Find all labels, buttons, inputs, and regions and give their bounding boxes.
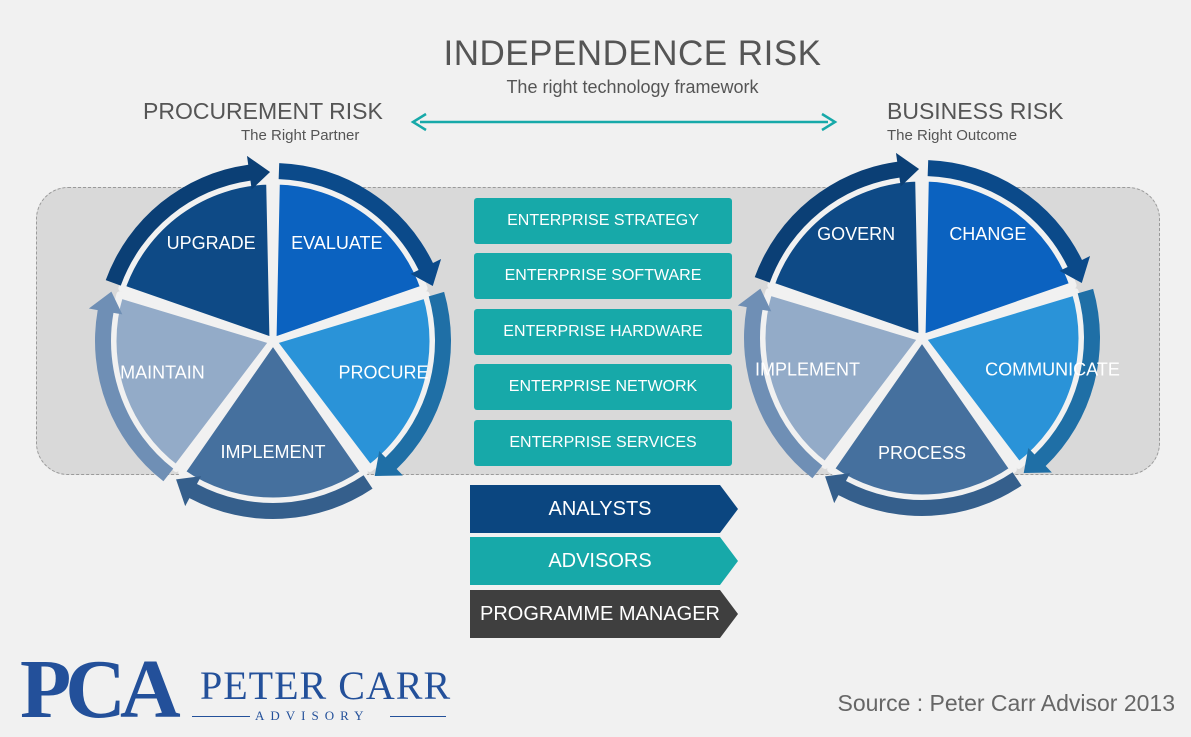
role-analysts-label: ANALYSTS xyxy=(548,497,652,520)
page-subtitle: The right technology framework xyxy=(506,77,759,97)
box-enterprise-strategy: ENTERPRISE STRATEGY xyxy=(474,198,732,244)
business-arrow-icon xyxy=(737,288,823,479)
business-risk-title: BUSINESS RISK xyxy=(887,98,1064,124)
pca-logo-mark: PCA xyxy=(20,643,181,736)
procurement-segment-upgrade: UPGRADE xyxy=(105,155,277,345)
procurement-risk-subtitle: The Right Partner xyxy=(241,127,360,144)
business-label-implement: IMPLEMENT xyxy=(755,359,860,379)
business-label-govern: GOVERN xyxy=(817,224,895,244)
role-advisors: ADVISORS xyxy=(470,537,740,585)
procurement-label-procure: PROCURE xyxy=(339,362,429,382)
business-arrow-icon xyxy=(927,160,1091,283)
role-programme-manager: PROGRAMME MANAGER xyxy=(470,590,740,638)
procurement-label-implement: IMPLEMENT xyxy=(220,442,325,462)
box-enterprise-software: ENTERPRISE SOFTWARE xyxy=(474,253,732,299)
logo-company-name: PETER CARR xyxy=(200,663,452,708)
role-analysts: ANALYSTS xyxy=(470,485,740,533)
page-title: INDEPENDENCE RISK xyxy=(443,34,822,73)
box-enterprise-hardware: ENTERPRISE HARDWARE xyxy=(474,309,732,355)
procurement-arrow-icon xyxy=(176,475,373,519)
procurement-segment-maintain: MAINTAIN xyxy=(88,291,277,482)
business-label-process: PROCESS xyxy=(878,443,966,463)
business-segment-communicate: COMMUNICATE xyxy=(918,288,1120,473)
procurement-arrow-icon xyxy=(278,163,442,286)
business-segment-change: CHANGE xyxy=(918,160,1091,342)
business-arrow-icon xyxy=(1023,288,1100,473)
business-segment-implement: IMPLEMENT xyxy=(737,288,926,479)
logo-rule-left xyxy=(192,716,250,717)
business-segment-process: PROCESS xyxy=(825,334,1022,516)
logo-rule-right xyxy=(390,716,446,717)
procurement-segment-implement: IMPLEMENT xyxy=(176,337,373,519)
procurement-label-evaluate: EVALUATE xyxy=(291,233,382,253)
role-programme-manager-label: PROGRAMME MANAGER xyxy=(479,602,721,625)
procurement-label-upgrade: UPGRADE xyxy=(167,233,256,253)
business-risk-subtitle: The Right Outcome xyxy=(887,127,1018,144)
procurement-risk-title: PROCUREMENT RISK xyxy=(143,98,383,124)
procurement-arrow-icon xyxy=(374,291,451,476)
business-arrow-icon xyxy=(754,152,920,283)
logo-advisory: ADVISORY xyxy=(255,708,370,723)
procurement-arrow-icon xyxy=(88,291,174,482)
business-segment-govern: GOVERN xyxy=(754,152,926,342)
procurement-segment-evaluate: EVALUATE xyxy=(269,163,442,345)
business-label-change: CHANGE xyxy=(949,224,1026,244)
box-enterprise-services: ENTERPRISE SERVICES xyxy=(474,420,732,466)
business-arrow-icon xyxy=(825,472,1022,516)
procurement-label-maintain: MAINTAIN xyxy=(120,362,205,382)
business-label-communicate: COMMUNICATE xyxy=(985,359,1120,379)
procurement-segment-procure: PROCURE xyxy=(269,291,451,476)
box-enterprise-network: ENTERPRISE NETWORK xyxy=(474,364,732,410)
procurement-arrow-icon xyxy=(105,155,271,286)
source-caption: Source : Peter Carr Advisor 2013 xyxy=(837,690,1176,716)
role-advisors-label: ADVISORS xyxy=(548,549,652,572)
